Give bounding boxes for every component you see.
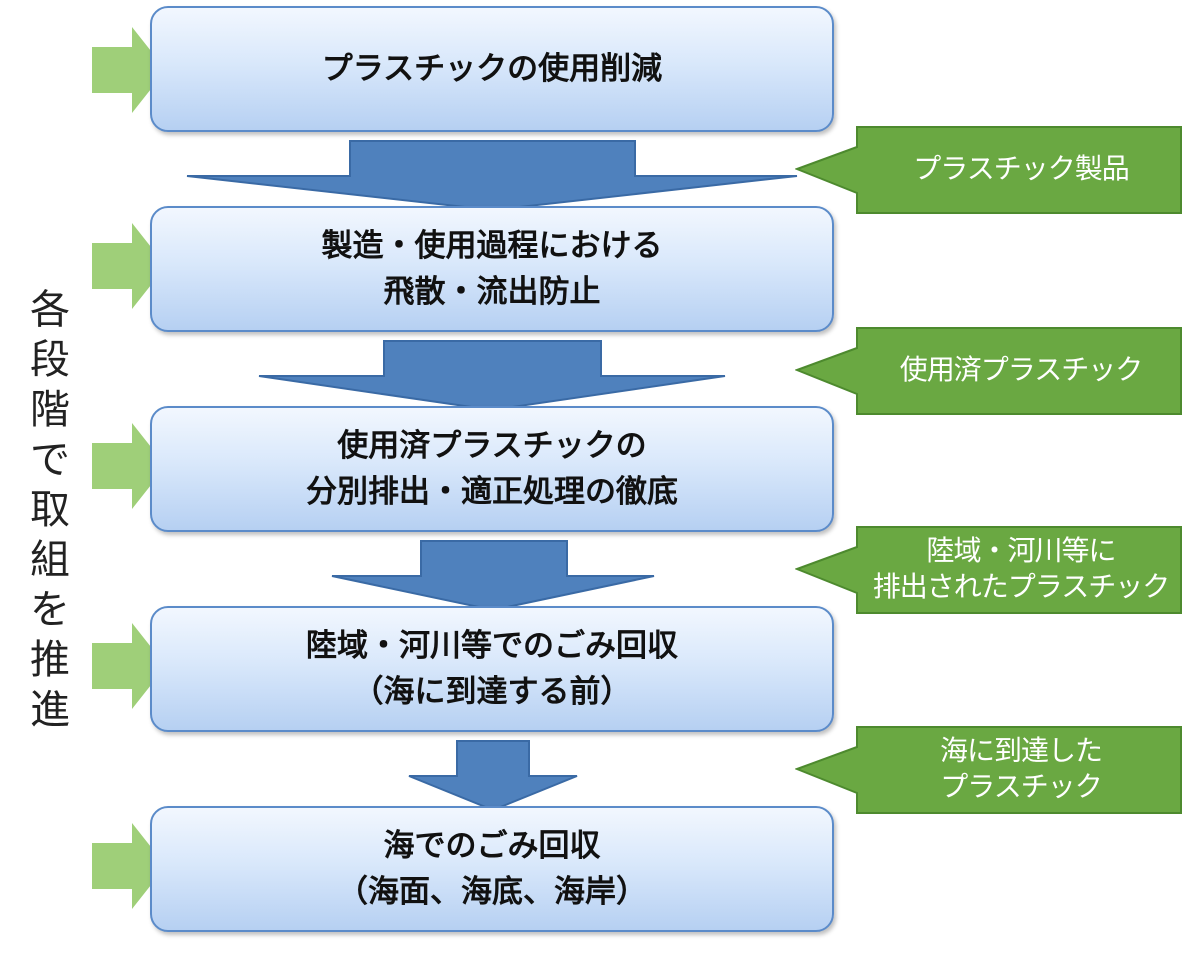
- callout-label: 排出されたプラスチック: [872, 570, 1170, 603]
- stage-reduce-plastic-use: プラスチックの使用削減: [150, 6, 834, 132]
- stage-label: 分別排出・適正処理の徹底: [306, 474, 678, 510]
- green-arrow-icon: [92, 823, 166, 909]
- stage-sorted-disposal: 使用済プラスチックの 分別排出・適正処理の徹底: [150, 406, 834, 532]
- down-arrow-icon: [331, 540, 655, 612]
- stage-label: 飛散・流出防止: [383, 274, 601, 310]
- stage-label: 海でのごみ回収: [383, 828, 601, 864]
- stage-prevent-scatter-outflow: 製造・使用過程における 飛散・流出防止: [150, 206, 834, 332]
- stage-label: （海に到達する前）: [352, 674, 632, 710]
- callout-shape: [795, 327, 1182, 415]
- down-arrow-icon: [186, 140, 798, 212]
- stage-ocean-collection: 海でのごみ回収 （海面、海底、海岸）: [150, 806, 834, 932]
- vertical-label-promote-each-stage: 各 段 階 で 取 組 を 推 進: [30, 287, 70, 733]
- callout-ocean-plastic: 海に到達した プラスチック: [857, 725, 1185, 813]
- callout-label: プラスチック: [940, 770, 1102, 803]
- green-arrow-icon: [92, 423, 166, 509]
- down-arrow-icon: [408, 740, 578, 812]
- green-arrow-icon: [92, 623, 166, 709]
- callout-shape: [795, 126, 1182, 214]
- callout-discharged-plastic: 陸域・河川等に 排出されたプラスチック: [857, 525, 1185, 613]
- callout-label: 陸域・河川等に: [926, 534, 1116, 567]
- callout-used-plastic: 使用済プラスチック: [857, 326, 1185, 414]
- green-arrow-icon: [92, 27, 166, 113]
- stage-label: 使用済プラスチックの: [337, 428, 647, 464]
- down-arrow-icon: [258, 340, 726, 412]
- stage-land-river-collection: 陸域・河川等でのごみ回収 （海に到達する前）: [150, 606, 834, 732]
- callout-label: 海に到達した: [939, 734, 1103, 767]
- stage-label: 陸域・河川等でのごみ回収: [306, 628, 678, 664]
- green-arrow-icon: [92, 223, 166, 309]
- stage-label: （海面、海底、海岸）: [337, 874, 647, 910]
- callout-label: 使用済プラスチック: [899, 353, 1143, 386]
- callout-plastic-products: プラスチック製品: [857, 125, 1185, 213]
- callout-shape: [795, 526, 1182, 614]
- callout-label: プラスチック製品: [913, 152, 1129, 185]
- callout-shape: [795, 726, 1182, 814]
- stage-label: 製造・使用過程における: [321, 228, 663, 264]
- stage-label: プラスチックの使用削減: [321, 51, 663, 87]
